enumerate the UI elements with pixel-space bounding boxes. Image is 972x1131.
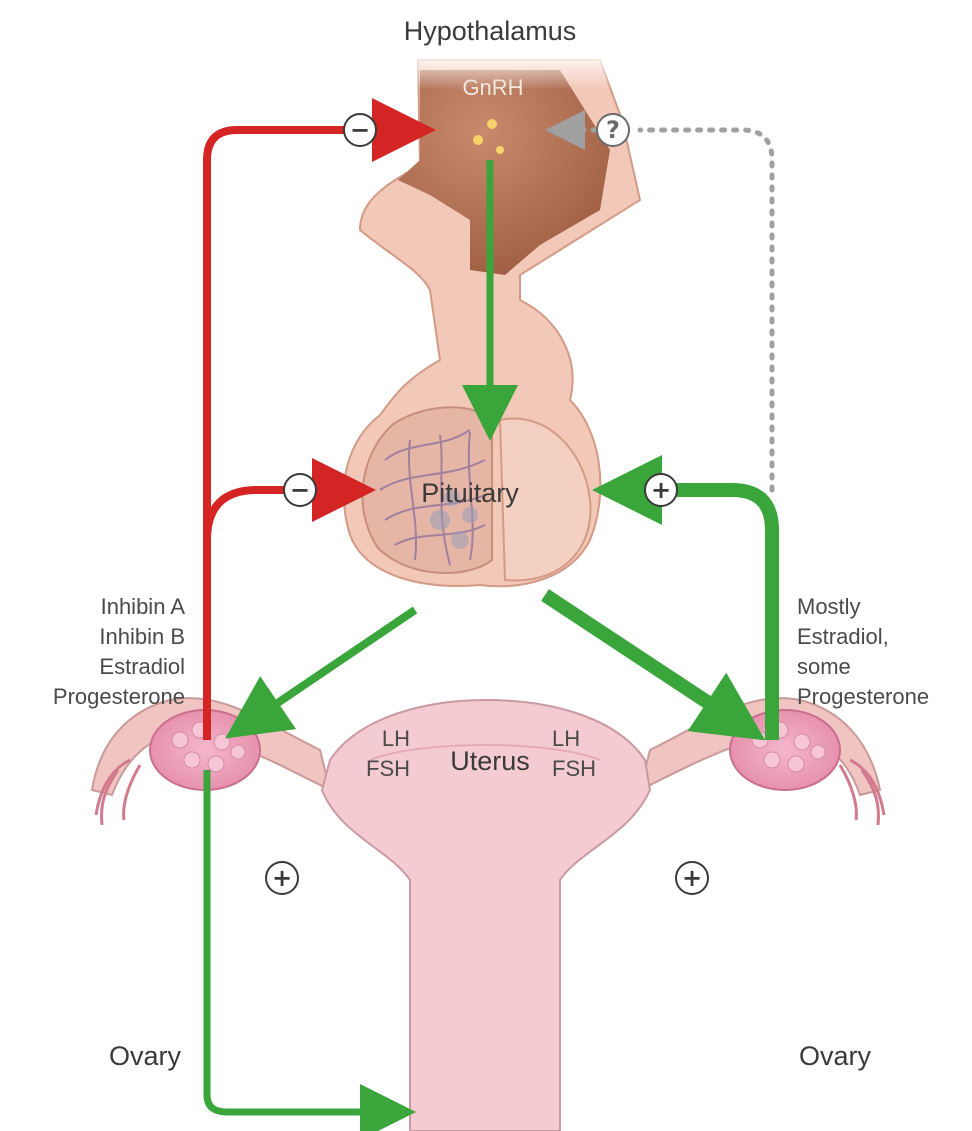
uterus-label: Uterus: [450, 746, 530, 776]
left-feedback-line: Inhibin B: [99, 624, 185, 649]
left-feedback-hormones: Inhibin A Inhibin B Estradiol Progestero…: [53, 594, 185, 709]
left-ovary-label: Ovary: [109, 1041, 182, 1071]
lh-fsh-right-arrow: [545, 595, 742, 725]
pituitary-positive-sign: +: [645, 474, 677, 506]
svg-text:+: +: [651, 476, 671, 504]
left-ovary-positive-sign: +: [266, 862, 298, 894]
svg-text:?: ?: [606, 116, 620, 144]
right-feedback-line: Mostly: [797, 594, 861, 619]
hormone-label: FSH: [552, 756, 596, 781]
right-feedback-line: Estradiol,: [797, 624, 889, 649]
svg-text:−: −: [290, 476, 310, 504]
gnrh-label: GnRH: [462, 75, 523, 100]
right-feedback-line: some: [797, 654, 851, 679]
svg-text:+: +: [272, 864, 292, 892]
left-feedback-line: Inhibin A: [101, 594, 186, 619]
hypothalamus-unknown-sign: ?: [597, 114, 629, 146]
left-feedback-line: Progesterone: [53, 684, 185, 709]
right-feedback-hormones: Mostly Estradiol, some Progesterone: [797, 594, 929, 709]
svg-text:−: −: [350, 116, 370, 144]
right-ovary: [730, 710, 884, 825]
hormone-label: FSH: [366, 756, 410, 781]
right-ovary-label: Ovary: [799, 1041, 872, 1071]
left-feedback-line: Estradiol: [99, 654, 185, 679]
hypothalamus-label: Hypothalamus: [404, 16, 577, 46]
right-feedback-line: Progesterone: [797, 684, 929, 709]
unknown-feedback-dotted-line: [640, 130, 772, 490]
hormone-label: LH: [552, 726, 580, 751]
svg-text:+: +: [682, 864, 702, 892]
lh-fsh-left-arrow: [245, 610, 415, 725]
hypothalamus-negative-sign: −: [344, 114, 376, 146]
pituitary-label: Pituitary: [421, 478, 519, 508]
negative-feedback-to-pituitary-arrow: [207, 490, 352, 540]
pituitary-negative-sign: −: [284, 474, 316, 506]
hormone-label: LH: [382, 726, 410, 751]
right-ovary-positive-sign: +: [676, 862, 708, 894]
